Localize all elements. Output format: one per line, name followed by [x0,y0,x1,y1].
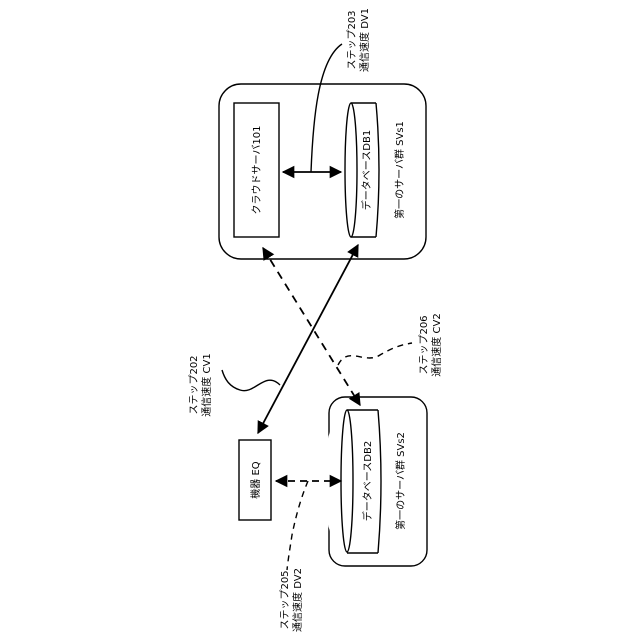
database1-label: データベースDB1 [360,130,373,210]
device-label: 機器 EQ [249,461,262,498]
step202-callout [222,370,280,391]
step203-line1: ステップ203 [346,10,358,69]
server-db2-dashed-arrow [263,248,360,405]
step202-line2: 通信速度 CV1 [200,353,213,416]
step203-line2: 通信速度 DV1 [358,8,371,72]
step205-line1: ステップ205 [279,570,291,629]
step205-line2: 通信速度 DV2 [291,568,304,632]
cloud-server-label: クラウドサーバ101 [251,126,263,215]
server-group2-label: 第一のサーバ群 SVs2 [394,432,407,530]
database2-label: データベースDB2 [361,441,374,521]
step202-line1: ステップ202 [188,355,200,414]
step205-callout [287,481,308,570]
db1-device-arrow [258,245,358,433]
step206-line2: 通信速度 CV2 [430,313,443,376]
server-group1-label: 第一のサーバ群 SVs1 [393,121,406,219]
step206-line1: ステップ206 [418,315,430,374]
step206-callout [338,343,412,365]
